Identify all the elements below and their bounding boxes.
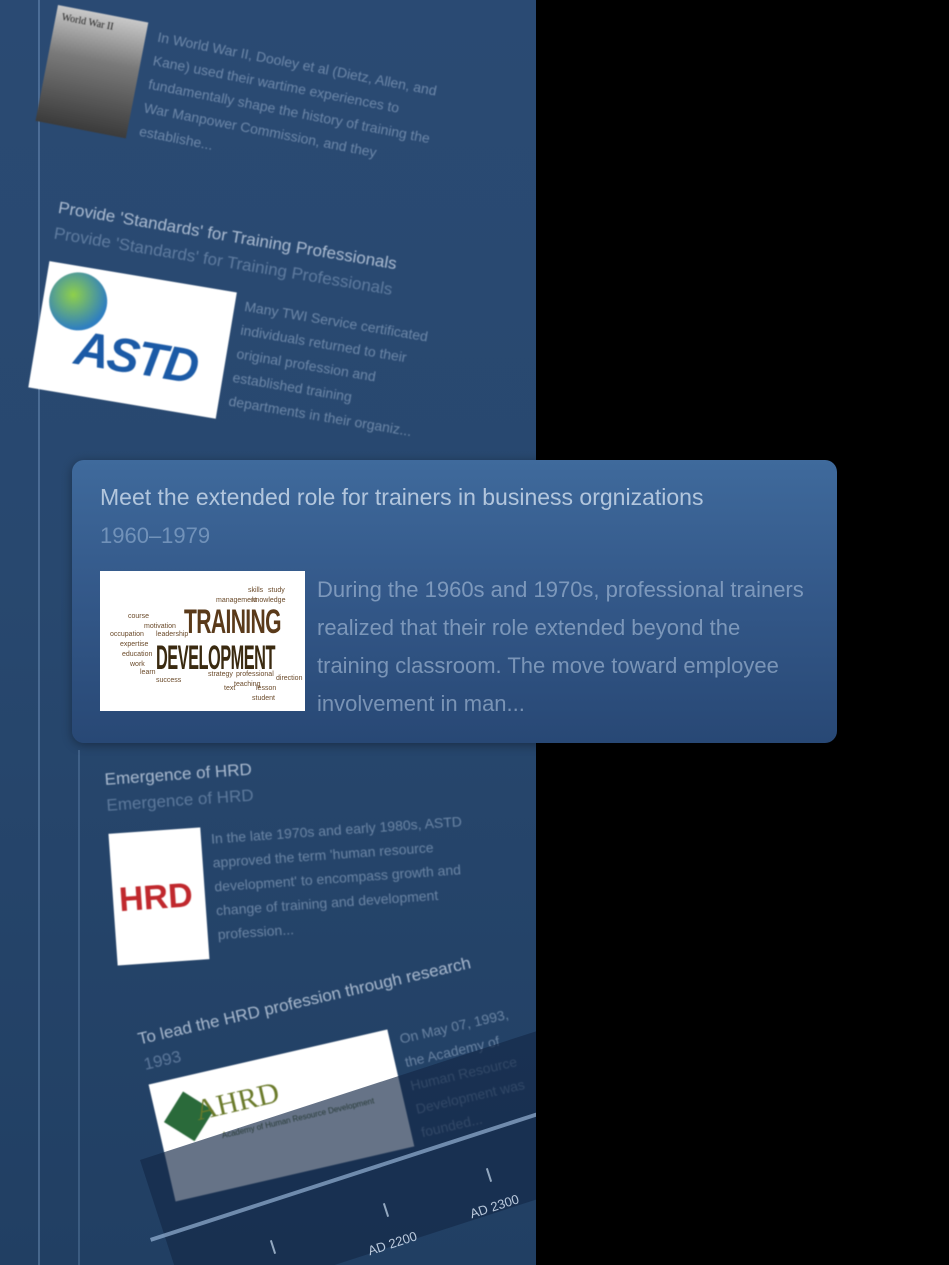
wordcloud-word: professional	[236, 671, 274, 678]
entry-text: In the late 1970s and early 1980s, ASTD …	[210, 813, 463, 943]
wordcloud-word: lesson	[256, 685, 277, 692]
wordcloud-word: learn	[140, 669, 156, 676]
wordcloud-word: text	[224, 685, 236, 692]
wordcloud-word: student	[252, 695, 275, 702]
focused-timeline-card[interactable]: Meet the extended role for trainers in b…	[72, 460, 837, 743]
astd-logo: ASTD	[28, 261, 237, 419]
training-development-wordcloud: skills study management knowledge course…	[100, 571, 305, 711]
wordcloud-word-training: TRAINING	[184, 603, 282, 641]
wordcloud-word: direction	[276, 675, 303, 682]
wordcloud-word-development: DEVELOPMENT	[156, 639, 275, 677]
wwii-thumbnail-label: World War II	[60, 12, 115, 33]
entry-text: Many TWI Service certificated individual…	[227, 298, 430, 440]
wordcloud-word: work	[130, 661, 145, 668]
timeline-rail-secondary	[78, 750, 80, 1265]
timeline-entry-hrd[interactable]: Emergence of HRD Emergence of HRD HRD In…	[104, 742, 517, 966]
card-date: 1960–1979	[100, 523, 211, 548]
wordcloud-word: knowledge	[252, 597, 286, 604]
wordcloud-word: skills	[248, 587, 264, 594]
card-title: Meet the extended role for trainers in b…	[100, 484, 704, 510]
wordcloud-word: motivation	[144, 623, 176, 630]
hrd-logo: HRD	[108, 827, 210, 966]
wordcloud-word: leadership	[156, 631, 189, 638]
wordcloud-word: success	[156, 677, 182, 684]
astd-logo-text: ASTD	[71, 321, 201, 395]
wordcloud-word: strategy	[208, 671, 233, 678]
timeline-rail	[38, 0, 40, 1265]
card-description: During the 1960s and 1970s, professional…	[317, 577, 804, 716]
hrd-logo-text: HRD	[117, 876, 194, 920]
wordcloud-word: expertise	[120, 641, 149, 648]
wordcloud-word: teaching	[234, 681, 261, 688]
wordcloud-word: management	[216, 597, 257, 604]
wordcloud-word: course	[128, 613, 150, 620]
timeline-entry-wwii[interactable]: World War II In World War II, Dooley et …	[35, 5, 460, 201]
wordcloud-word: education	[122, 651, 153, 658]
timeline-entry-standards[interactable]: Provide 'Standards' for Training Profess…	[28, 198, 474, 457]
wordcloud-word: study	[268, 587, 285, 594]
wordcloud-word: occupation	[110, 631, 144, 638]
